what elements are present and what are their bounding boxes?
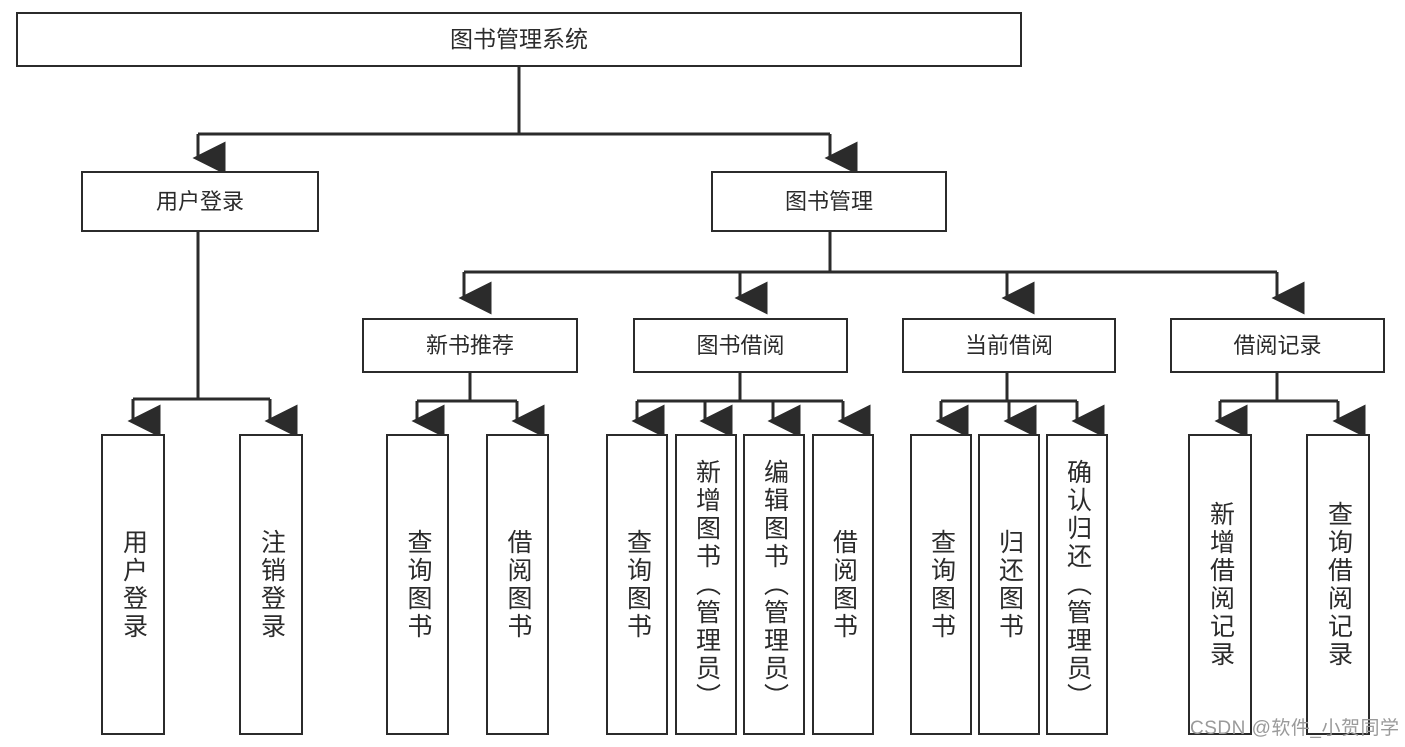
node-new-book-recommend[interactable]: 新书推荐 <box>362 318 578 373</box>
leaf-book-borrow-add-label: 新增图书（管理员） <box>692 458 721 711</box>
node-book-borrow[interactable]: 图书借阅 <box>633 318 848 373</box>
leaf-book-borrow-edit-label: 编辑图书（管理员） <box>760 458 789 711</box>
leaf-current-borrow-query[interactable]: 查询图书 <box>910 434 972 735</box>
node-current-borrow[interactable]: 当前借阅 <box>902 318 1116 373</box>
leaf-current-borrow-return[interactable]: 归还图书 <box>978 434 1040 735</box>
leaf-book-borrow-query-label: 查询图书 <box>623 528 652 641</box>
leaf-user-login-login[interactable]: 用户登录 <box>101 434 165 735</box>
node-user-login-label: 用户登录 <box>155 188 244 214</box>
leaf-book-borrow-borrow[interactable]: 借阅图书 <box>812 434 874 735</box>
leaf-new-book-borrow-label: 借阅图书 <box>504 528 532 641</box>
leaf-book-borrow-borrow-label: 借阅图书 <box>829 528 858 641</box>
node-book-borrow-label: 图书借阅 <box>696 332 785 358</box>
leaf-new-book-query[interactable]: 查询图书 <box>386 434 449 735</box>
node-borrow-record[interactable]: 借阅记录 <box>1170 318 1385 373</box>
leaf-book-borrow-add[interactable]: 新增图书（管理员） <box>675 434 737 735</box>
leaf-borrow-record-add-label: 新增借阅记录 <box>1206 500 1235 669</box>
node-book-management[interactable]: 图书管理 <box>711 171 947 232</box>
leaf-book-borrow-edit[interactable]: 编辑图书（管理员） <box>743 434 805 735</box>
node-borrow-record-label: 借阅记录 <box>1233 332 1322 358</box>
leaf-user-login-logout[interactable]: 注销登录 <box>239 434 303 735</box>
leaf-user-login-login-label: 用户登录 <box>119 528 148 641</box>
leaf-borrow-record-query[interactable]: 查询借阅记录 <box>1306 434 1370 735</box>
node-root-label: 图书管理系统 <box>450 26 588 53</box>
leaf-new-book-query-label: 查询图书 <box>404 528 432 641</box>
node-root-book-management-system[interactable]: 图书管理系统 <box>16 12 1022 67</box>
leaf-book-borrow-query[interactable]: 查询图书 <box>606 434 668 735</box>
leaf-current-borrow-confirm-return-label: 确认归还（管理员） <box>1063 458 1092 711</box>
node-user-login[interactable]: 用户登录 <box>81 171 319 232</box>
leaf-current-borrow-return-label: 归还图书 <box>995 528 1024 641</box>
leaf-current-borrow-confirm-return[interactable]: 确认归还（管理员） <box>1046 434 1108 735</box>
csdn-watermark: CSDN @软件_小贺同学 <box>1190 718 1400 739</box>
leaf-borrow-record-add[interactable]: 新增借阅记录 <box>1188 434 1252 735</box>
node-current-borrow-label: 当前借阅 <box>964 332 1053 358</box>
node-book-management-label: 图书管理 <box>784 188 873 214</box>
leaf-borrow-record-query-label: 查询借阅记录 <box>1324 500 1353 669</box>
node-new-book-recommend-label: 新书推荐 <box>425 332 514 358</box>
leaf-current-borrow-query-label: 查询图书 <box>927 528 956 641</box>
leaf-user-login-logout-label: 注销登录 <box>257 528 286 641</box>
leaf-new-book-borrow[interactable]: 借阅图书 <box>486 434 549 735</box>
